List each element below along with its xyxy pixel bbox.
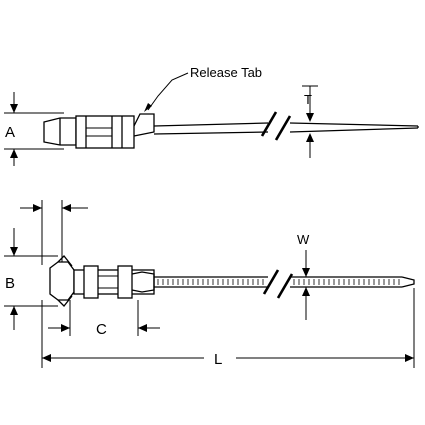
side-strap <box>153 111 419 141</box>
strap-serrations <box>157 279 400 285</box>
dimension-w: W <box>296 232 318 320</box>
dimension-b: B <box>4 228 58 330</box>
dim-w-label: W <box>297 232 310 247</box>
release-tab-callout: Release Tab <box>144 65 262 112</box>
dim-l-label: L <box>214 351 222 368</box>
side-view: A Rele <box>4 65 419 166</box>
dimension-head-width <box>20 200 88 265</box>
top-view: B C <box>4 200 415 368</box>
dimension-l: L <box>41 288 415 368</box>
dim-a-label: A <box>5 124 15 141</box>
dimension-a: A <box>4 92 64 166</box>
side-head <box>43 113 155 149</box>
dim-c-label: C <box>96 321 107 338</box>
dimension-c: C <box>48 300 160 338</box>
dim-b-label: B <box>5 275 15 292</box>
dim-t-label: T <box>304 92 312 107</box>
top-head <box>49 255 155 307</box>
dimension-t: T <box>302 85 318 158</box>
release-tab-label: Release Tab <box>190 65 262 80</box>
top-strap <box>154 269 415 299</box>
